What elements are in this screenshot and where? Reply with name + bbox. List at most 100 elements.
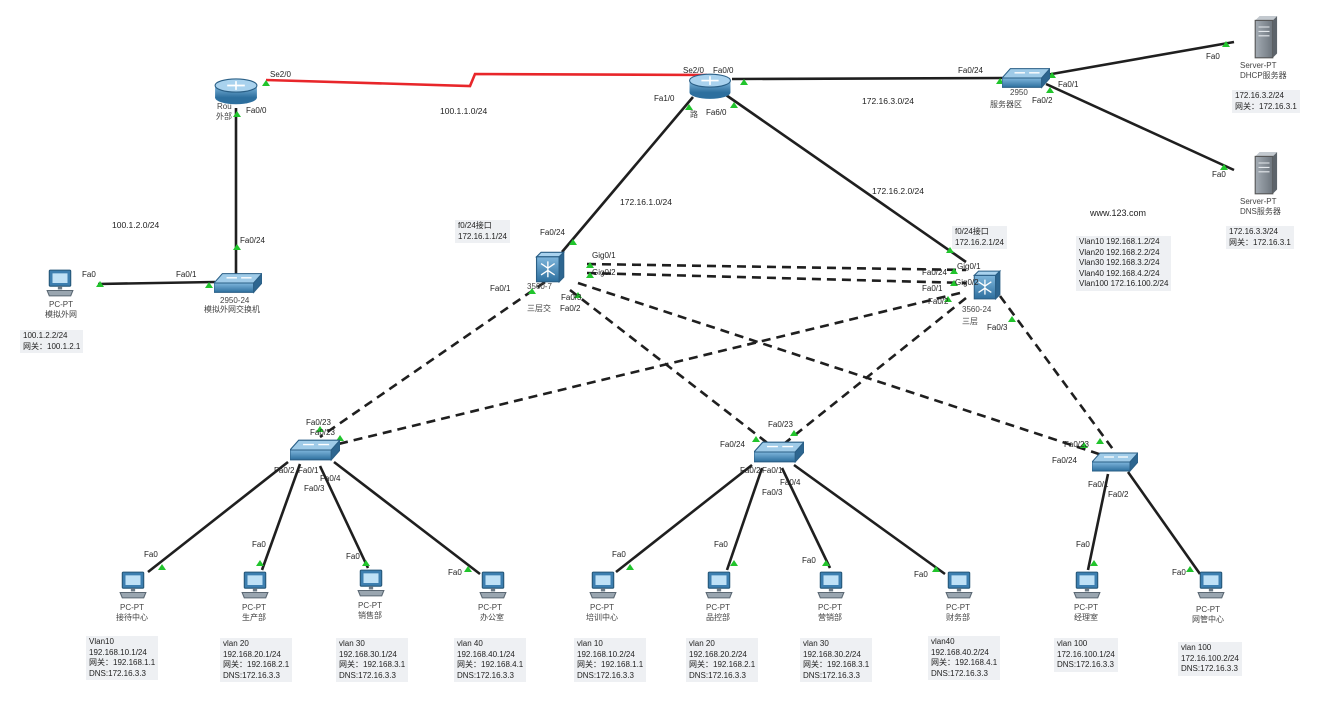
dhcp-server-note: 172.16.3.2/24 网关：172.16.3.1: [1232, 90, 1300, 113]
note-line: DNS:172.16.3.3: [1057, 660, 1114, 669]
link-ml1-ml2: [586, 271, 967, 285]
port-label: Fa0: [252, 540, 266, 549]
port-label: Fa0/24: [720, 440, 745, 449]
pc-type: PC-PT: [590, 603, 614, 612]
note-line: 网关：192.168.4.1: [457, 660, 524, 669]
port-marker: [685, 104, 693, 110]
link-srv-sw-dhcp: [1045, 40, 1235, 77]
link-r2-ml1: [561, 96, 694, 253]
pc-info-box: vlan 30 192.168.30.2/24 网关：192.168.3.1 D…: [800, 638, 873, 682]
sw-server-model: 2950: [1010, 88, 1028, 97]
port-marker: [1096, 438, 1104, 444]
pc-type: PC-PT: [818, 603, 842, 612]
switch-icon[interactable]: [1002, 66, 1050, 90]
note-line: vlan 40: [457, 639, 483, 648]
link-ml2-sw3: [998, 295, 1117, 453]
port-label: Fa0: [82, 270, 96, 279]
link-sw3-pc: [1086, 473, 1110, 571]
dns-server-note: 172.16.3.3/24 网关：172.16.3.1: [1226, 226, 1294, 249]
note-line: 172.16.2.1/24: [955, 237, 1004, 247]
port-label: Fa0/2: [928, 297, 949, 306]
note-line: vlan 100: [1181, 643, 1212, 652]
switch-icon[interactable]: [754, 440, 804, 464]
multilayer-switch-icon[interactable]: [532, 250, 566, 284]
f0-24-right-note: f0/24接口 172.16.2.1/24: [952, 226, 1007, 249]
pc-icon[interactable]: [45, 268, 75, 298]
port-label: Fa0/3: [987, 323, 1008, 332]
pc-icon[interactable]: [944, 570, 974, 600]
note-line: 192.168.30.2/24: [803, 649, 861, 659]
port-marker: [1080, 442, 1088, 448]
router-center-sub: 路: [690, 110, 698, 119]
port-label: Fa0: [144, 550, 158, 559]
pc-icon[interactable]: [356, 568, 386, 598]
port-label: Gig0/2: [592, 268, 616, 277]
sw-outside-model: 2950-24: [220, 296, 250, 305]
switch-icon[interactable]: [1092, 450, 1138, 474]
port-marker: [586, 272, 594, 278]
port-marker: [262, 80, 270, 86]
port-label: Fa0/1: [1088, 480, 1109, 489]
links: [97, 40, 1235, 576]
sw-server-sub: 服务器区: [990, 100, 1022, 109]
note-line: 172.16.1.1/24: [458, 231, 507, 241]
pc-name: 接待中心: [116, 613, 148, 622]
pc-icon[interactable]: [478, 570, 508, 600]
port-label: Fa0/3: [304, 484, 325, 493]
port-label: Fa0/3: [762, 488, 783, 497]
router-icon[interactable]: [688, 72, 732, 100]
srv-dhcp-type: Server-PT: [1240, 61, 1277, 70]
pc-name: 经理室: [1074, 613, 1098, 622]
port-label: Fa0: [1212, 170, 1226, 179]
sw-outside-sub: 模拟外网交换机: [204, 305, 260, 314]
pc-name: 网管中心: [1192, 615, 1224, 624]
port-markers: [96, 41, 1230, 572]
port-label: Fa0/23: [768, 420, 793, 429]
port-marker: [1048, 72, 1056, 78]
port-marker: [730, 560, 738, 566]
note-line: 192.168.20.2/24: [689, 649, 747, 659]
note-line: 192.168.30.1/24: [339, 649, 397, 659]
www-note: www.123.com: [1090, 208, 1147, 218]
link-sw1-pc: [333, 460, 481, 576]
port-label: Fa0/24: [240, 236, 265, 245]
pc-name: 办公室: [480, 613, 504, 622]
link-sw2-pc: [615, 463, 753, 574]
port-label: Fa0/2: [274, 466, 295, 475]
pc-info-box: Vlan10 192.168.10.1/24 网关：192.168.1.1 DN…: [86, 636, 159, 680]
pc-info-box: vlan40 192.168.40.2/24 网关：192.168.4.1 DN…: [928, 636, 1001, 680]
pc-name: 生产部: [242, 613, 266, 622]
port-label: Fa0/24: [540, 228, 565, 237]
server-icon[interactable]: [1250, 16, 1278, 60]
pc-icon[interactable]: [118, 570, 148, 600]
pc-outside-name: 模拟外网: [45, 310, 77, 319]
port-label: Fa0/0: [713, 66, 734, 75]
pc-icon[interactable]: [240, 570, 270, 600]
pc-icon[interactable]: [1196, 570, 1226, 600]
link-sw1-pc: [260, 463, 302, 571]
pc-icon[interactable]: [704, 570, 734, 600]
port-label: Fa0/3: [561, 293, 582, 302]
port-label: Fa0/4: [780, 478, 801, 487]
pc-icon[interactable]: [588, 570, 618, 600]
pc-icon[interactable]: [1072, 570, 1102, 600]
note-line: DNS:172.16.3.3: [1181, 664, 1238, 673]
note-line: DNS:172.16.3.3: [339, 670, 396, 680]
port-marker: [790, 430, 798, 436]
note-line: Vlan40 192.168.4.2/24: [1079, 268, 1160, 278]
port-label: Fa0: [346, 552, 360, 561]
note-line: Vlan10: [89, 637, 114, 646]
outside-pc-note: 100.1.2.2/24 网关：100.1.2.1: [20, 330, 84, 353]
note-line: 网关：192.168.3.1: [339, 660, 406, 669]
server-icon[interactable]: [1250, 152, 1278, 196]
note-line: 网关：192.168.3.1: [803, 660, 870, 669]
network-label: 100.1.2.0/24: [112, 220, 160, 230]
switch-icon[interactable]: [214, 271, 262, 295]
vlan-list-note: Vlan10 192.168.1.2/24 Vlan20 192.168.2.2…: [1076, 236, 1172, 291]
pc-icon[interactable]: [816, 570, 846, 600]
pc-name: 品控部: [706, 613, 730, 622]
link-sw3-pc: [1126, 471, 1202, 575]
note-line: 网关：192.168.2.1: [689, 660, 756, 669]
switch-icon[interactable]: [290, 438, 340, 462]
